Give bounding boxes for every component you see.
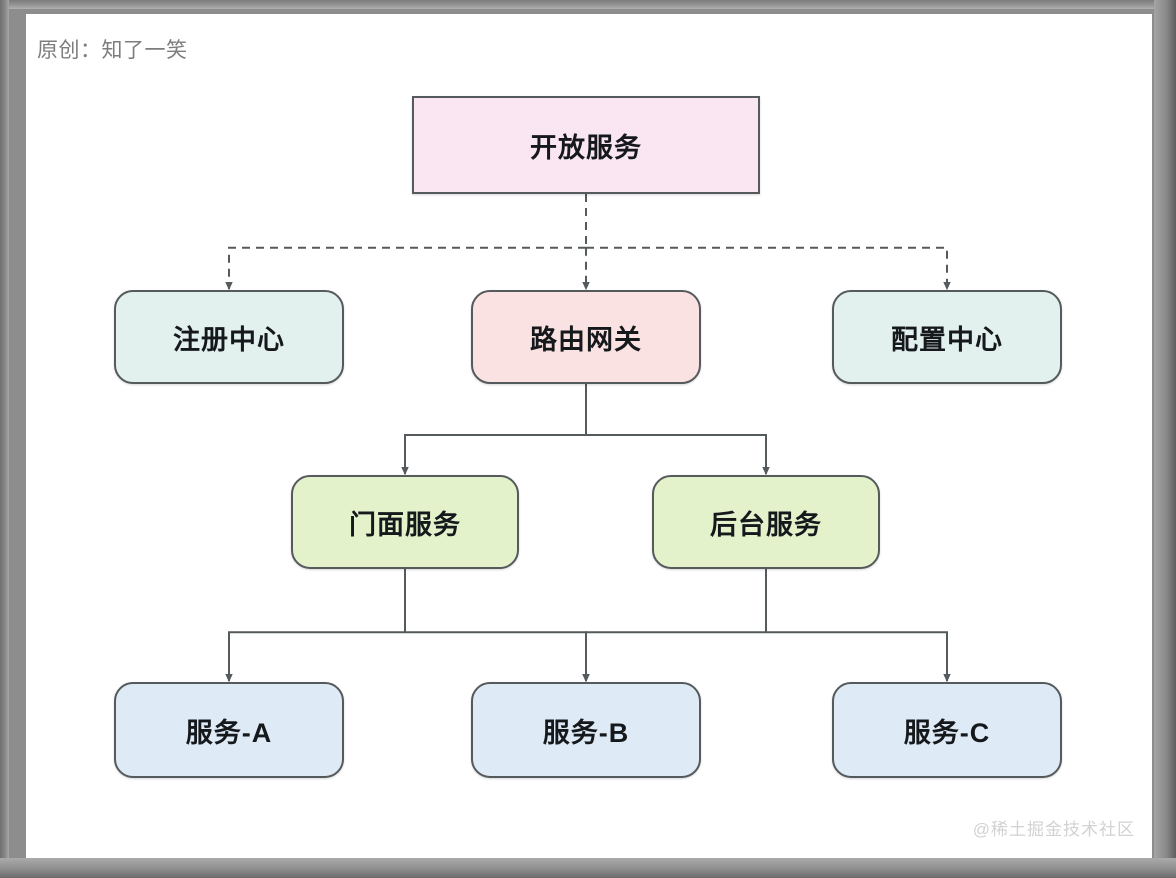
edge-dashed xyxy=(225,246,586,291)
node-label: 路由网关 xyxy=(530,324,642,355)
edge-solid xyxy=(586,433,770,476)
node-config-center[interactable]: 配置中心 xyxy=(832,290,1062,384)
edge-solid xyxy=(401,433,586,476)
frame-edge-top xyxy=(0,0,1176,9)
node-label: 门面服务 xyxy=(349,509,461,540)
frame-edge-bottom xyxy=(0,858,1176,878)
node-registry[interactable]: 注册中心 xyxy=(114,290,344,384)
diagram-canvas: 原创：知了一笑 开放服务注册中心 路由网关 配置中心门面服务 后台服务服务-A 服务-B… xyxy=(26,14,1152,858)
node-label: 后台服务 xyxy=(710,509,822,540)
edge-solid xyxy=(225,631,405,683)
node-service-b[interactable]: 服务-B xyxy=(471,682,701,778)
node-label: 服务-C xyxy=(903,717,991,748)
edge-solid xyxy=(766,631,951,683)
node-open-service[interactable]: 开放服务 xyxy=(412,96,760,194)
credit-label: 原创：知了一笑 xyxy=(37,39,188,62)
node-label: 注册中心 xyxy=(173,324,285,355)
node-service-c[interactable]: 服务-C xyxy=(832,682,1062,778)
frame-edge-right xyxy=(1154,0,1176,878)
watermark-label: @稀土掘金技术社区 xyxy=(972,820,1135,839)
node-backend-service[interactable]: 后台服务 xyxy=(652,475,880,569)
edge-solid xyxy=(405,631,590,683)
node-label: 配置中心 xyxy=(891,324,1003,355)
node-service-a[interactable]: 服务-A xyxy=(114,682,344,778)
edge-dashed xyxy=(586,246,951,291)
node-label: 服务-B xyxy=(542,717,630,748)
node-label: 服务-A xyxy=(185,717,273,748)
edge-solid xyxy=(582,631,766,683)
architecture-flowchart: 开放服务注册中心 路由网关 配置中心门面服务 后台服务服务-A 服务-B 服务-C xyxy=(26,14,1152,858)
frame-edge-left xyxy=(0,0,9,878)
node-label: 开放服务 xyxy=(530,132,642,163)
node-gateway[interactable]: 路由网关 xyxy=(471,290,701,384)
node-facade-service[interactable]: 门面服务 xyxy=(291,475,519,569)
